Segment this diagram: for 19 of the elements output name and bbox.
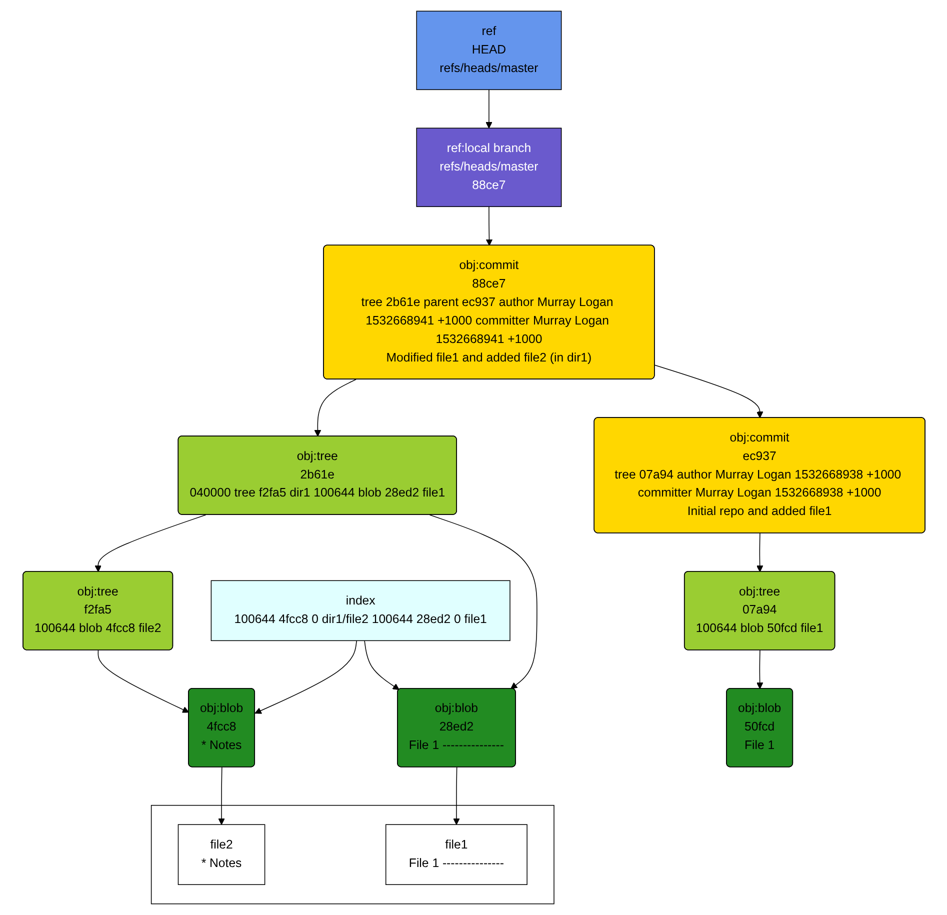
- arrow: [314, 379, 356, 437]
- arrow: [756, 650, 763, 690]
- arrow: [218, 766, 224, 825]
- arrow: [452, 766, 460, 825]
- node-box: ref:local branch refs/heads/master 88ce7: [416, 128, 562, 207]
- arrow: [94, 514, 206, 572]
- arrow: [97, 650, 189, 713]
- arrow: [756, 532, 763, 572]
- arrow: [254, 640, 357, 714]
- node-box: file2 * Notes: [177, 824, 265, 885]
- node-box: file1 File 1 ---------------: [384, 824, 527, 885]
- node-box: ref HEAD refs/heads/master: [416, 10, 562, 90]
- arrow: [485, 89, 492, 128]
- arrow: [364, 640, 399, 690]
- arrow: [654, 364, 763, 418]
- node-box: index 100644 4fcc8 0 dir1/file2 100644 28ed2 0 file1: [210, 580, 510, 642]
- arrow: [428, 514, 537, 690]
- cluster: [150, 804, 554, 904]
- arrow: [485, 206, 492, 246]
